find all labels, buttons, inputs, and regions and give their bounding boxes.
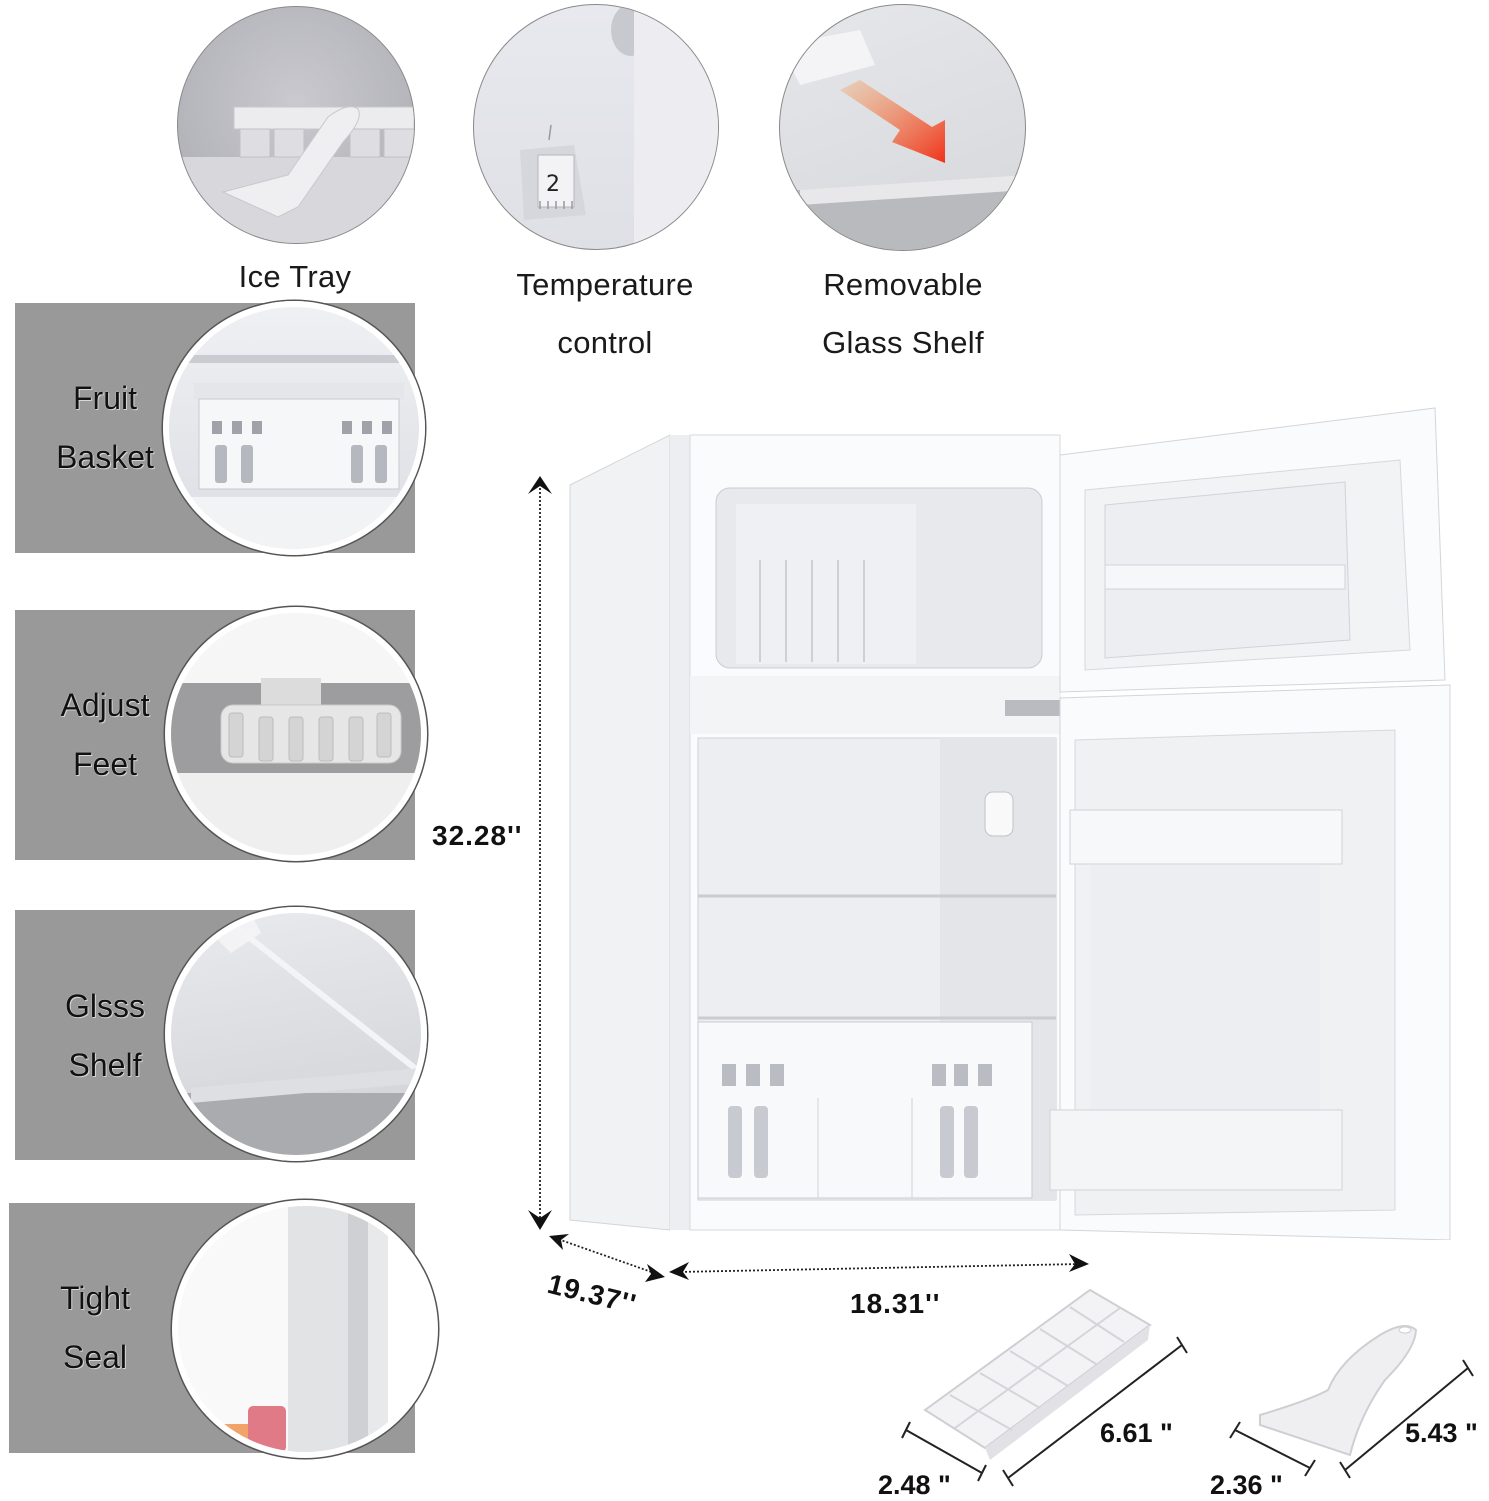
height-dimension-label: 32.28'' <box>432 820 523 851</box>
caption-ice-tray: Ice Tray <box>238 259 352 294</box>
ice-scraper-accessory-icon <box>1229 1325 1474 1479</box>
label-line-2: Shelf <box>68 1047 142 1083</box>
label-line-2: Feet <box>72 746 138 782</box>
adjust-feet-detail-image <box>165 607 427 861</box>
glass-shelf-detail-image <box>165 907 427 1161</box>
label-line-1: Fruit <box>73 380 137 416</box>
mini-fridge-icon <box>569 407 1451 1241</box>
scraper-width-label: 2.36 " <box>1210 1470 1283 1500</box>
removable-glass-shelf-detail-image <box>779 4 1026 251</box>
depth-dimension-arrow <box>549 1234 665 1282</box>
height-dimension-arrow <box>528 476 552 1230</box>
width-dimension-arrow <box>669 1254 1089 1280</box>
ice-tray-length-label: 6.61 " <box>1100 1418 1173 1448</box>
caption-removable-glass-shelf: Removable Glass Shelf <box>780 256 1026 372</box>
panel-label: Tight Seal <box>5 1269 185 1387</box>
glass-shelf-icon <box>171 913 421 1155</box>
tight-seal-detail-image <box>172 1200 438 1458</box>
panel-label: Glsss Shelf <box>15 977 195 1095</box>
caption-line-1: Removable <box>823 267 983 302</box>
panel-edge <box>5 1203 9 1453</box>
caption-temperature-control: Temperature control <box>480 256 730 372</box>
temperature-control-detail-image: 2 <box>473 4 719 250</box>
panel-label: Fruit Basket <box>15 369 195 487</box>
adjustable-foot-icon <box>171 613 421 855</box>
door-seal-icon <box>178 1206 432 1452</box>
width-dimension-label: 18.31'' <box>850 1288 941 1319</box>
dial-value: 2 <box>546 172 560 197</box>
label-line-1: Tight <box>60 1280 130 1316</box>
panel-label: Adjust Feet <box>15 676 195 794</box>
label-line-2: Seal <box>62 1339 128 1375</box>
fruit-basket-detail-image <box>163 301 425 555</box>
caption-line-1: Temperature <box>516 267 694 302</box>
orange-arrow-icon <box>780 30 1025 250</box>
fruit-basket-icon <box>169 355 419 549</box>
ice-tray-scraper-icon <box>178 106 414 243</box>
label-line-1: Glsss <box>65 988 145 1024</box>
label-line-2: Basket <box>56 439 154 475</box>
label-line-1: Adjust <box>60 687 150 723</box>
fridge-illustration <box>560 400 1460 1241</box>
scraper-length-label: 5.43 " <box>1405 1418 1478 1448</box>
ice-tray-detail-image <box>177 6 415 244</box>
ice-tray-accessory-icon <box>901 1288 1188 1487</box>
ice-tray-width-label: 2.48 " <box>878 1470 951 1500</box>
caption-line-2: control <box>557 325 653 360</box>
thermostat-dial-icon: 2 <box>520 5 718 249</box>
caption-line-2: Glass Shelf <box>822 325 984 360</box>
